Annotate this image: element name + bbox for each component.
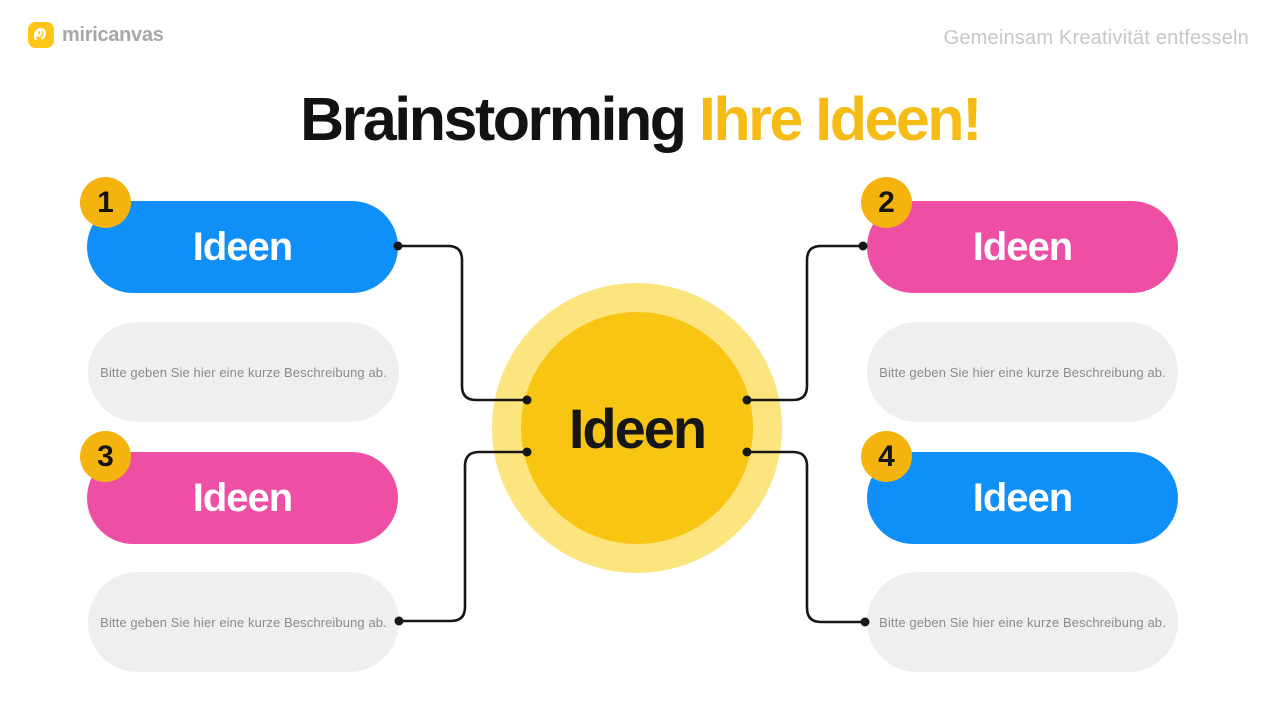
- description-box-4-text: Bitte geben Sie hier eine kurze Beschrei…: [879, 614, 1166, 630]
- idea-pill-1-label: Ideen: [192, 224, 293, 269]
- brand-name: miricanvas: [62, 23, 164, 46]
- description-box-3[interactable]: Bitte geben Sie hier eine kurze Beschrei…: [88, 572, 399, 672]
- header-tagline: Gemeinsam Kreativität entfesseln: [943, 27, 1249, 49]
- description-box-3-text: Bitte geben Sie hier eine kurze Beschrei…: [100, 614, 387, 630]
- idea-pill-2[interactable]: Ideen: [867, 201, 1178, 293]
- title-black-part: Brainstorming: [300, 85, 687, 153]
- description-box-1-text: Bitte geben Sie hier eine kurze Beschrei…: [100, 364, 387, 380]
- number-badge-4-text: 4: [878, 439, 895, 473]
- title-yellow-part: Ihre Ideen!: [698, 85, 982, 153]
- miricanvas-logo-icon: [28, 22, 54, 48]
- number-badge-1[interactable]: 1: [80, 177, 131, 228]
- brand[interactable]: miricanvas: [28, 22, 164, 48]
- idea-pill-4[interactable]: Ideen: [867, 452, 1178, 544]
- idea-pill-1[interactable]: Ideen: [87, 201, 398, 293]
- idea-pill-3-label: Ideen: [192, 475, 293, 520]
- center-topic-circle[interactable]: Ideen: [521, 312, 753, 544]
- number-badge-3[interactable]: 3: [80, 431, 131, 482]
- idea-pill-3[interactable]: Ideen: [87, 452, 398, 544]
- description-box-1[interactable]: Bitte geben Sie hier eine kurze Beschrei…: [88, 322, 399, 422]
- center-topic-label: Ideen: [568, 396, 707, 460]
- idea-pill-2-label: Ideen: [972, 224, 1073, 269]
- number-badge-2[interactable]: 2: [861, 177, 912, 228]
- center-topic-halo: Ideen: [492, 283, 782, 573]
- description-box-4[interactable]: Bitte geben Sie hier eine kurze Beschrei…: [867, 572, 1178, 672]
- number-badge-3-text: 3: [97, 439, 114, 473]
- description-box-2-text: Bitte geben Sie hier eine kurze Beschrei…: [879, 364, 1166, 380]
- description-box-2[interactable]: Bitte geben Sie hier eine kurze Beschrei…: [867, 322, 1178, 422]
- idea-pill-4-label: Ideen: [972, 475, 1073, 520]
- number-badge-1-text: 1: [97, 185, 114, 219]
- page-title[interactable]: Brainstorming Ihre Ideen!: [0, 84, 1280, 154]
- number-badge-2-text: 2: [878, 185, 895, 219]
- number-badge-4[interactable]: 4: [861, 431, 912, 482]
